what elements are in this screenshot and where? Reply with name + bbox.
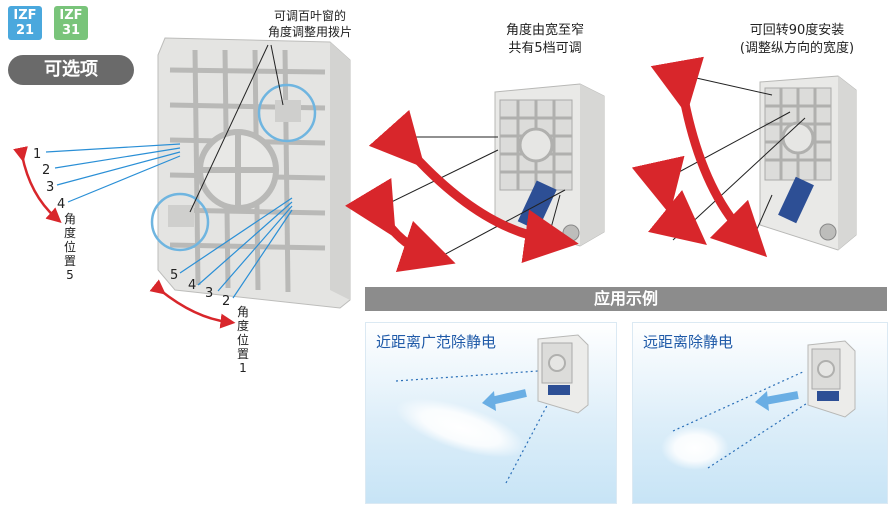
badge-izf21-line1: IZF: [13, 8, 37, 23]
device-far: [807, 340, 856, 418]
upper-number-3: 3: [46, 180, 55, 195]
right-caption-line2: (调整纵方向的宽度): [739, 41, 855, 56]
badge-izf31: IZF 31: [54, 6, 88, 40]
upper-number-2: 2: [42, 163, 51, 178]
middle-caption-line2: 共有5档可调: [508, 41, 582, 56]
example-title-near: 近距离广范除静电: [376, 333, 497, 351]
highlight-circle-top: [257, 83, 317, 143]
lower-number-5: 5: [170, 268, 179, 283]
section-title-bar: 应用示例: [365, 287, 887, 311]
right-caption-line1: 可回转90度安装: [749, 23, 845, 38]
louver-note-line1: 可调百叶窗的: [273, 9, 346, 23]
louver-panel: [157, 37, 351, 309]
device-near: [537, 334, 589, 414]
badge-izf31-line1: IZF: [59, 8, 83, 23]
middle-caption: 角度由宽至窄 共有5档可调: [490, 22, 600, 58]
badge-izf21: IZF 21: [8, 6, 42, 40]
options-pill: 可选项: [8, 55, 134, 85]
example-title-far: 远距离除静电: [643, 333, 734, 351]
upper-number-1: 1: [33, 147, 42, 162]
right-caption: 可回转90度安装 (调整纵方向的宽度): [722, 22, 872, 58]
lower-number-3: 3: [205, 286, 214, 301]
lower-number-4: 4: [188, 278, 197, 293]
badge-izf21-line2: 21: [15, 23, 35, 38]
example-panel-near: 近距离广范除静电: [365, 322, 617, 504]
upper-number-4: 4: [57, 197, 66, 212]
example-far-illustration: [661, 340, 856, 470]
device-middle: [494, 83, 605, 247]
highlight-circle-bottom: [150, 192, 210, 252]
middle-caption-line1: 角度由宽至窄: [505, 23, 584, 38]
example-near-illustration: [395, 334, 589, 484]
louver-note-line2: 角度调整用拨片: [267, 25, 352, 39]
device-right: [759, 75, 857, 251]
example-panel-far: 远距离除静电: [632, 322, 888, 504]
lower-number-2: 2: [222, 294, 231, 309]
angle-position-1: 角 度 位 置 1: [236, 305, 249, 375]
badge-izf31-line2: 31: [61, 23, 81, 38]
louver-note: 可调百叶窗的 角度调整用拨片: [245, 8, 375, 40]
angle-position-5: 角 度 位 置 5: [63, 212, 76, 282]
